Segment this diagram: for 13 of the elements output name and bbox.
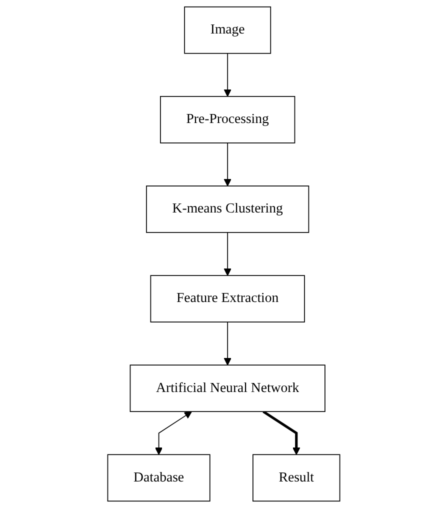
node-box: Result bbox=[252, 454, 340, 502]
node-box: K-means Clustering bbox=[146, 186, 309, 233]
arrow bbox=[224, 52, 232, 97]
arrow bbox=[224, 232, 232, 276]
node-box: Image bbox=[184, 6, 271, 54]
arrow bbox=[262, 410, 300, 455]
node-box: Feature Extraction bbox=[150, 275, 305, 322]
arrow bbox=[224, 142, 232, 186]
node-box: Pre-Processing bbox=[160, 96, 295, 144]
arrow bbox=[154, 411, 192, 455]
node-box: Artificial Neural Network bbox=[130, 364, 326, 412]
node-box: Database bbox=[107, 454, 210, 502]
arrow bbox=[224, 322, 232, 366]
